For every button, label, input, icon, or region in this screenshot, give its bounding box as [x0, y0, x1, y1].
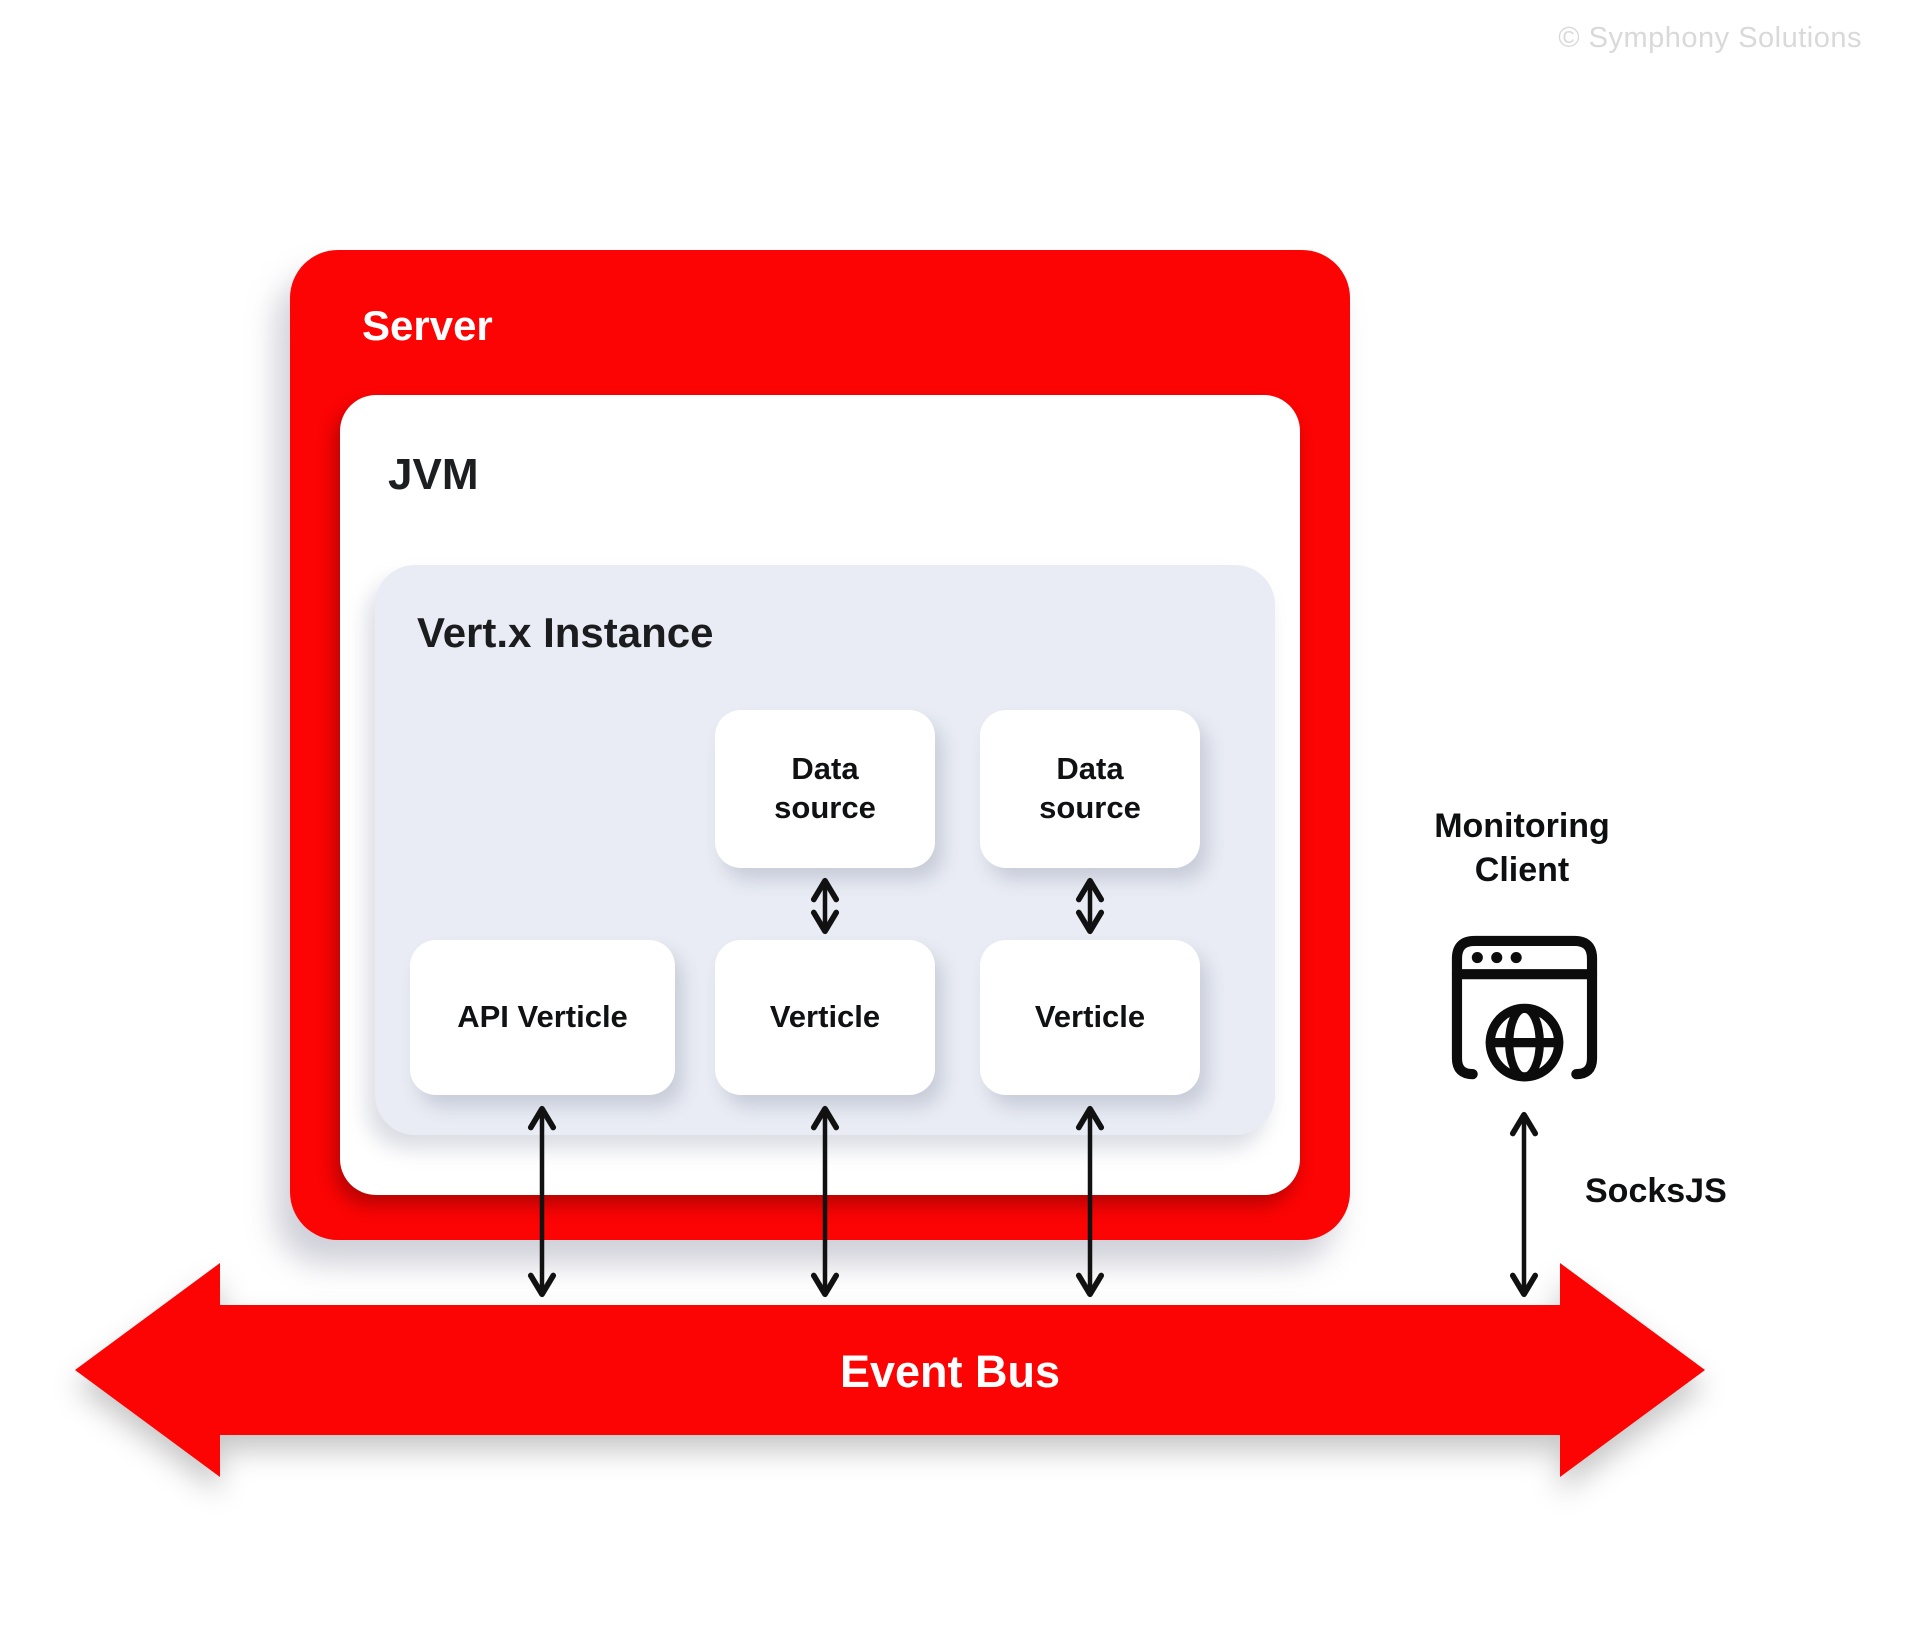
server-label: Server	[362, 302, 493, 349]
browser-globe-icon	[1451, 935, 1598, 1082]
api-verticle-card: API Verticle	[410, 940, 675, 1095]
browser-dots	[1471, 952, 1522, 964]
monitoring-client-label: Monitoring Client	[1434, 807, 1610, 890]
socksjs-label: SocksJS	[1585, 1172, 1727, 1210]
data-source-card: Data source	[980, 710, 1200, 868]
vertx-instance-label: Vert.x Instance	[417, 609, 714, 656]
vertx-instance-box: Vert.x Instance Data source Data source …	[375, 565, 1275, 1135]
data-source-card: Data source	[715, 710, 935, 868]
jvm-box: JVM Vert.x Instance Data source Data sou…	[340, 395, 1300, 1195]
browser-window-frame	[1451, 935, 1598, 1080]
event-bus-label: Event Bus	[839, 1346, 1061, 1397]
server-box: Server JVM Vert.x Instance Data source D…	[290, 250, 1350, 1240]
event-bus-arrow	[75, 1263, 1705, 1477]
verticle-card: Verticle	[715, 940, 935, 1095]
verticle-card: Verticle	[980, 940, 1200, 1095]
verticle-label: Verticle	[1034, 999, 1146, 1035]
copyright-watermark: © Symphony Solutions	[1558, 22, 1862, 54]
data-source-label: Data source	[1039, 751, 1141, 825]
api-verticle-label: API Verticle	[457, 999, 628, 1035]
globe-glyph	[1485, 1003, 1564, 1082]
verticle-label: Verticle	[769, 999, 881, 1035]
jvm-label: JVM	[388, 450, 479, 499]
data-source-label: Data source	[774, 751, 876, 825]
